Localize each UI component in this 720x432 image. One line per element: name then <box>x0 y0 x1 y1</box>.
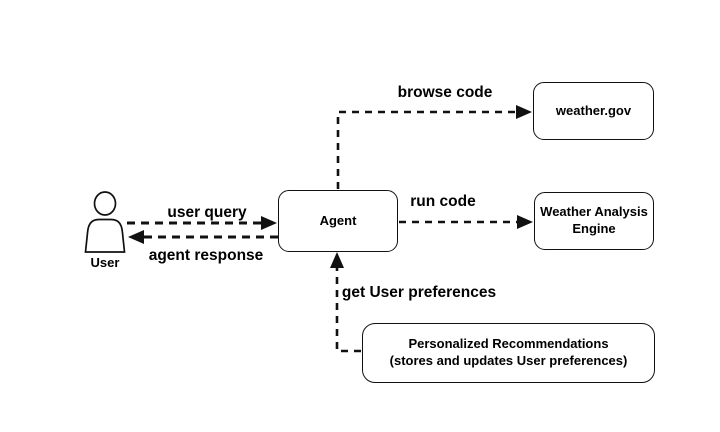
weather-analysis-label-line1: Weather Analysis <box>540 204 648 220</box>
personalized-recs-label-line1: Personalized Recommendations <box>408 336 609 352</box>
weather-gov-label: weather.gov <box>555 102 632 118</box>
personalized-recs-label-line2: (stores and updates User preferences) <box>389 353 628 368</box>
edge-label-get-user-preferences: get User preferences <box>341 284 497 301</box>
edge-label-agent-response: agent response <box>148 247 264 264</box>
edge-label-browse-code: browse code <box>397 84 493 101</box>
node-weather-analysis-engine: Weather Analysis Engine <box>534 192 654 250</box>
edge-label-user-query: user query <box>167 204 247 221</box>
weather-analysis-label-line2: Engine <box>572 221 616 236</box>
user-label: User <box>90 255 120 270</box>
agent-label: Agent <box>319 212 357 228</box>
edge-label-run-code: run code <box>410 193 476 210</box>
user-query-arrow <box>127 216 277 230</box>
node-weather-gov: weather.gov <box>533 82 654 140</box>
agent-response-arrow <box>128 230 278 244</box>
user-icon <box>84 191 126 253</box>
get-user-preferences-arrow <box>330 252 361 353</box>
node-agent: Agent <box>278 190 398 252</box>
run-code-arrow <box>399 215 533 229</box>
browse-code-arrow <box>336 105 532 189</box>
node-personalized-recommendations: Personalized Recommendations (stores and… <box>362 323 655 383</box>
